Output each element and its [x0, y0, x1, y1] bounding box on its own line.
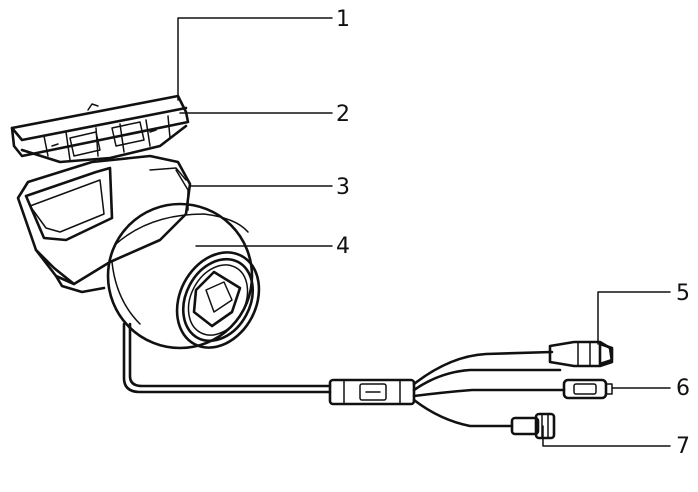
callout-label-7: 7 [676, 434, 690, 459]
leader-line-1 [177, 17, 333, 101]
cable-junction [328, 378, 416, 406]
branch-cables [412, 350, 566, 428]
lens-bezel [175, 251, 261, 349]
mounting-base [10, 94, 190, 158]
callout-label-2: 2 [336, 102, 350, 127]
mounting-ring [20, 115, 188, 164]
leader-line-5 [597, 291, 671, 345]
callout-label-3: 3 [336, 175, 350, 200]
network-connector [548, 340, 614, 368]
main-cable [122, 322, 332, 394]
swivel-housing [16, 154, 192, 294]
callout-label-1: 1 [336, 7, 350, 32]
leader-lines [177, 17, 671, 447]
callout-label-5: 5 [676, 281, 690, 306]
camera-ball [106, 202, 261, 350]
leader-line-7 [542, 425, 671, 447]
callout-label-4: 4 [336, 234, 350, 259]
power-connector [562, 378, 613, 400]
callout-label-6: 6 [676, 376, 690, 401]
audio-connector [510, 412, 556, 440]
